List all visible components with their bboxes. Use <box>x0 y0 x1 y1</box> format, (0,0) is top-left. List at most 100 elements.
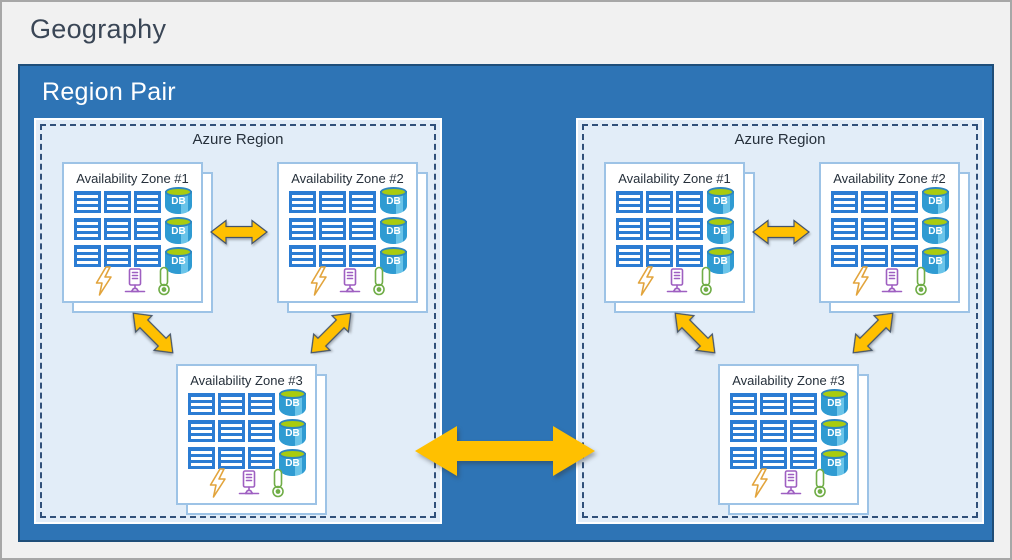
server-rack-icon <box>289 245 316 267</box>
server-rack-icon <box>248 420 275 442</box>
network-icon <box>666 268 688 293</box>
network-icon <box>780 470 802 495</box>
server-rack-icon <box>218 447 245 469</box>
power-icon <box>310 266 327 296</box>
server-rack-icon <box>104 245 131 267</box>
database-icon: DB <box>922 247 949 274</box>
server-rack-icon <box>134 191 161 213</box>
power-icon <box>209 468 226 498</box>
server-rack-icon <box>760 420 787 442</box>
database-icon: DB <box>707 247 734 274</box>
server-rack-icon <box>248 447 275 469</box>
availability-zone-card: Availability Zone #3 DB DB DB <box>176 364 329 517</box>
network-icon <box>124 268 146 293</box>
network-icon <box>339 268 361 293</box>
server-rack-icon <box>218 420 245 442</box>
availability-zone-title: Availability Zone #2 <box>833 171 946 186</box>
cooling-icon <box>814 468 826 498</box>
server-rack-icon <box>646 245 673 267</box>
database-icon: DB <box>380 217 407 244</box>
server-rack-icon <box>248 393 275 415</box>
server-rack-icon <box>891 218 918 240</box>
power-icon <box>852 266 869 296</box>
server-rack-icon <box>188 420 215 442</box>
server-rack-icon <box>790 447 817 469</box>
power-icon <box>95 266 112 296</box>
server-rack-icon <box>831 245 858 267</box>
server-rack-icon <box>730 420 757 442</box>
server-rack-grid <box>188 393 275 469</box>
server-rack-icon <box>730 393 757 415</box>
cooling-icon <box>272 468 284 498</box>
cooling-icon <box>915 266 927 296</box>
server-rack-icon <box>891 245 918 267</box>
server-rack-icon <box>349 245 376 267</box>
server-rack-icon <box>319 191 346 213</box>
server-rack-icon <box>104 191 131 213</box>
database-icon: DB <box>707 217 734 244</box>
server-rack-icon <box>861 191 888 213</box>
server-rack-icon <box>676 218 703 240</box>
server-rack-icon <box>616 191 643 213</box>
server-rack-icon <box>319 218 346 240</box>
azure-region-label: Azure Region <box>734 131 826 148</box>
server-rack-icon <box>188 393 215 415</box>
server-rack-grid <box>74 191 161 267</box>
server-rack-icon <box>104 218 131 240</box>
power-icon <box>637 266 654 296</box>
geography-title: Geography <box>30 14 167 44</box>
database-icon: DB <box>922 217 949 244</box>
database-icon: DB <box>279 389 306 416</box>
cooling-icon <box>158 266 170 296</box>
server-rack-icon <box>646 191 673 213</box>
database-icon: DB <box>165 187 192 214</box>
database-icon: DB <box>279 449 306 476</box>
cooling-icon <box>373 266 385 296</box>
availability-zone-card: Availability Zone #1 DB DB DB <box>62 162 215 315</box>
availability-zone-card: Availability Zone #3 DB DB DB <box>718 364 871 517</box>
region-pair-title: Region Pair <box>42 78 176 106</box>
server-rack-icon <box>760 447 787 469</box>
database-icon: DB <box>380 247 407 274</box>
server-rack-icon <box>831 218 858 240</box>
availability-zone-title: Availability Zone #2 <box>291 171 404 186</box>
server-rack-icon <box>861 245 888 267</box>
power-icon <box>751 468 768 498</box>
server-rack-icon <box>188 447 215 469</box>
server-rack-icon <box>861 218 888 240</box>
server-rack-grid <box>831 191 918 267</box>
database-icon: DB <box>279 419 306 446</box>
server-rack-icon <box>616 218 643 240</box>
database-icon: DB <box>821 389 848 416</box>
database-icon: DB <box>821 449 848 476</box>
cooling-icon <box>700 266 712 296</box>
availability-zone-title: Availability Zone #1 <box>76 171 189 186</box>
availability-zone-title: Availability Zone #3 <box>732 373 845 388</box>
availability-zone-card: Availability Zone #2 DB DB DB <box>819 162 972 315</box>
server-rack-icon <box>319 245 346 267</box>
server-rack-icon <box>289 218 316 240</box>
azure-region-label: Azure Region <box>192 131 284 148</box>
server-rack-icon <box>289 191 316 213</box>
server-rack-icon <box>74 245 101 267</box>
database-icon: DB <box>380 187 407 214</box>
server-rack-grid <box>730 393 817 469</box>
server-rack-icon <box>349 218 376 240</box>
server-rack-grid <box>616 191 703 267</box>
database-icon: DB <box>821 419 848 446</box>
server-rack-icon <box>831 191 858 213</box>
server-rack-icon <box>790 420 817 442</box>
azure-region-1: Azure Region Availability Zone #1 DB DB … <box>34 118 442 524</box>
server-rack-icon <box>646 218 673 240</box>
region-link-arrow-icon <box>415 426 595 476</box>
region-pair-box: Region Pair Azure Region Availability Zo… <box>18 64 994 542</box>
database-icon: DB <box>922 187 949 214</box>
network-icon <box>238 470 260 495</box>
server-rack-icon <box>760 393 787 415</box>
zone-link-arrow-icon <box>752 219 810 245</box>
server-rack-icon <box>616 245 643 267</box>
database-icon: DB <box>165 217 192 244</box>
availability-zone-title: Availability Zone #3 <box>190 373 303 388</box>
server-rack-icon <box>891 191 918 213</box>
server-rack-icon <box>74 218 101 240</box>
